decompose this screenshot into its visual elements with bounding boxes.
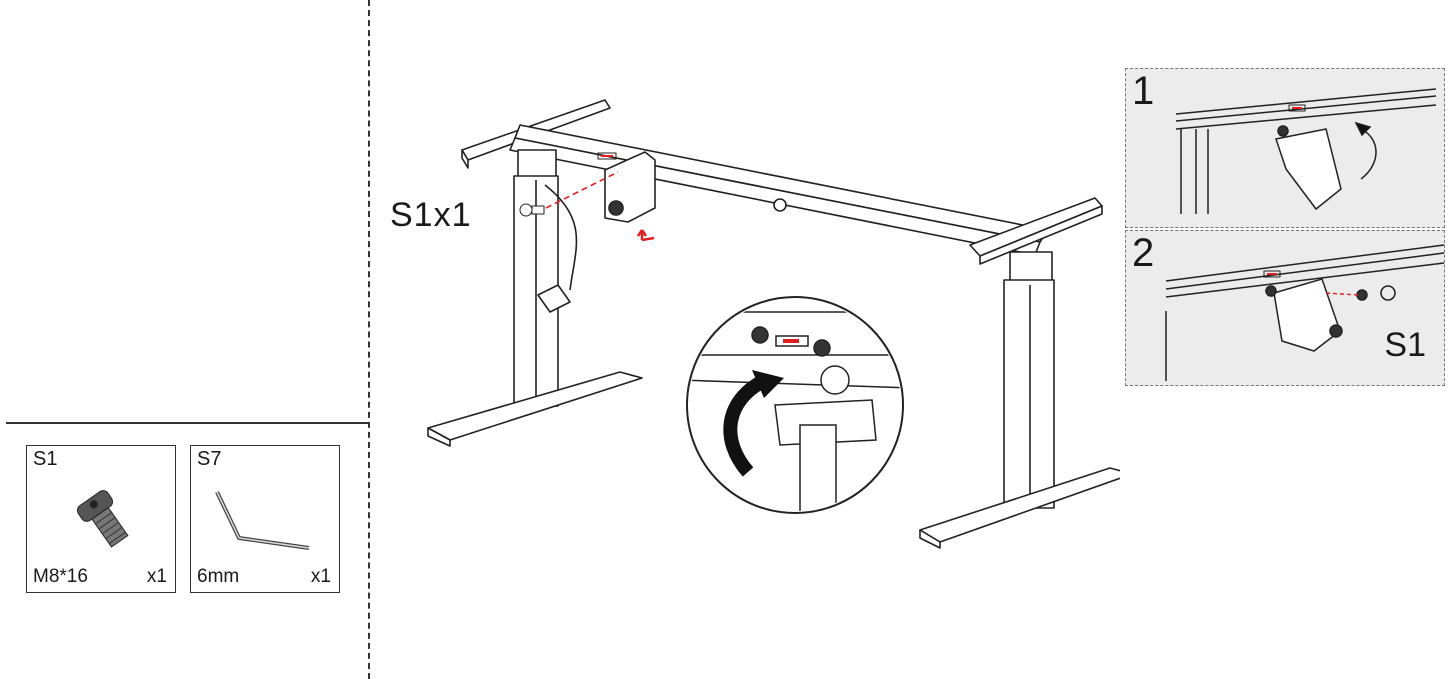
screw-tag: S1 (1384, 326, 1426, 364)
desk-frame-illustration (427, 99, 1120, 549)
part-code: S1 (33, 448, 58, 470)
detail-panel-2: 2 S1 (1125, 230, 1445, 386)
part-code: S7 (197, 448, 222, 470)
detail-1-illustration (1175, 88, 1437, 214)
part-qty: x1 (146, 566, 167, 587)
vertical-divider (368, 0, 370, 679)
horizontal-rule (6, 422, 368, 424)
detail-2-illustration (1165, 244, 1445, 381)
part-card-s1: S1 M8*16 x1 (26, 445, 176, 593)
part-spec: M8*16 (33, 566, 88, 587)
detail-panel-1: 1 (1125, 68, 1445, 228)
step-number: 2 (1132, 231, 1155, 275)
bolt-icon (76, 490, 129, 548)
hex-key-icon (215, 491, 310, 550)
part-card-s7: S7 6mm x1 (190, 445, 340, 593)
step-number: 1 (1132, 69, 1155, 113)
screw-quantity-label: S1x1 (390, 196, 472, 234)
part-qty: x1 (310, 566, 331, 587)
part-spec: 6mm (197, 566, 240, 587)
